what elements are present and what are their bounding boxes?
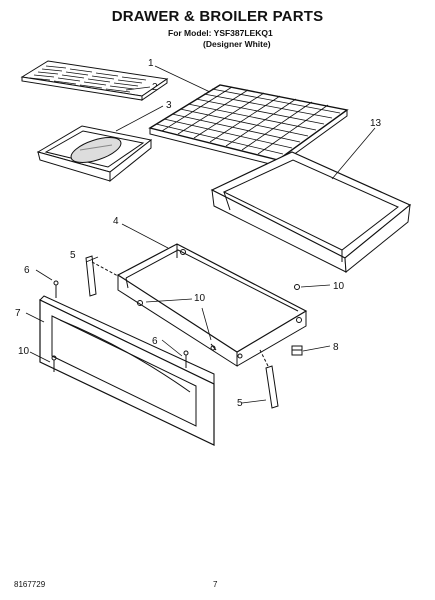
screw-mid bbox=[183, 350, 189, 368]
drawer-body bbox=[116, 243, 308, 367]
callout-screw-mid: 6 bbox=[152, 336, 158, 347]
model-line: For Model: YSF387LEKQ1 bbox=[168, 28, 273, 38]
callout-drawer-liner: 13 bbox=[370, 118, 382, 129]
callout-rack: 1 bbox=[148, 58, 154, 69]
drawer-liner bbox=[210, 151, 412, 273]
screw-center bbox=[137, 300, 143, 306]
drawer-glide bbox=[291, 345, 303, 356]
callout-screw-left: 6 bbox=[24, 265, 30, 276]
broiler-pan bbox=[36, 125, 153, 183]
page-title: DRAWER & BROILER PARTS bbox=[111, 8, 324, 25]
callout-screw10-left: 10 bbox=[18, 346, 30, 357]
screw-left-low bbox=[51, 355, 57, 372]
screw-right bbox=[294, 284, 300, 290]
callout-glide: 8 bbox=[333, 342, 339, 353]
drawer-slide-right bbox=[259, 349, 279, 409]
callout-slide-upper-left: 5 bbox=[70, 250, 76, 261]
callout-broiler-pan: 3 bbox=[166, 100, 172, 111]
page-number: 7 bbox=[213, 580, 218, 589]
screw-left bbox=[53, 280, 59, 298]
callout-drawer-body: 4 bbox=[113, 216, 119, 227]
drawer-slide-left bbox=[85, 255, 119, 297]
drawer-front-panel bbox=[39, 295, 215, 446]
callout-slide-lower-right: 5 bbox=[237, 398, 243, 409]
broiler-grid bbox=[20, 60, 169, 101]
variant-line: (Designer White) bbox=[203, 39, 271, 49]
callout-drawer-front: 7 bbox=[15, 308, 21, 319]
screw-lower-center bbox=[210, 343, 217, 351]
oven-rack bbox=[148, 84, 349, 167]
callout-screw10-center: 10 bbox=[194, 293, 206, 304]
callout-broiler-grid: 2 bbox=[152, 82, 158, 93]
callout-screw10-right: 10 bbox=[333, 281, 345, 292]
doc-number: 8167729 bbox=[14, 580, 46, 589]
